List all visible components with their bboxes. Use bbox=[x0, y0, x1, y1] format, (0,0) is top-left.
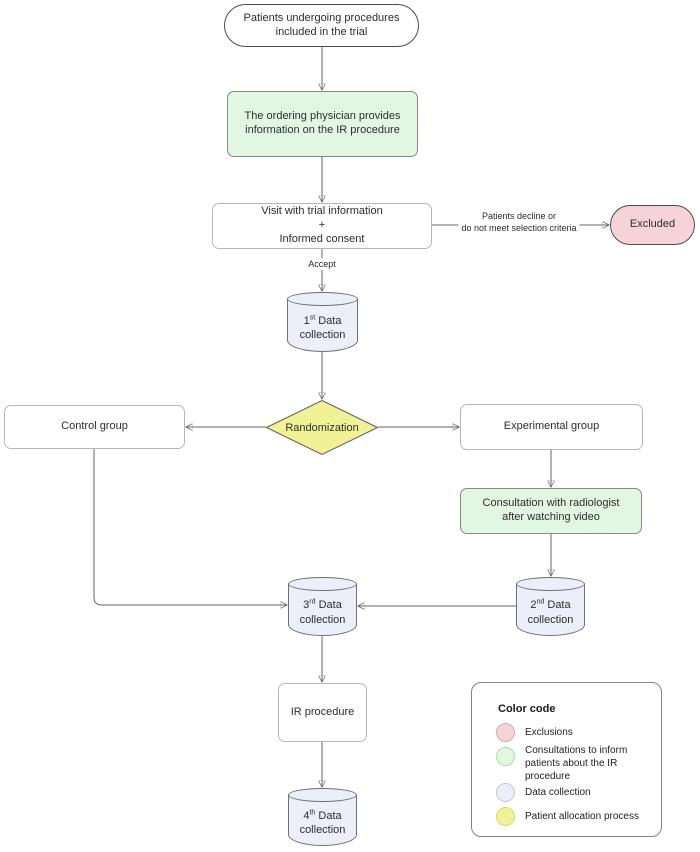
cylinder-label: 3rd Data collection bbox=[299, 598, 346, 626]
node-physician-info: The ordering physician provides informat… bbox=[227, 91, 418, 157]
cylinder-label: 1st Data collection bbox=[299, 314, 346, 341]
node-excluded: Excluded bbox=[610, 205, 695, 245]
edge-control-data3 bbox=[93, 449, 287, 605]
cylinder-label: 2nd Data collection bbox=[527, 598, 574, 626]
cylinder-body bbox=[288, 584, 357, 636]
cylinder-label: 4th Data collection bbox=[299, 809, 346, 836]
cylinder-top bbox=[287, 292, 358, 306]
cylinder-body bbox=[516, 584, 585, 636]
node-trial-patients: Patients undergoing procedures included … bbox=[224, 4, 419, 47]
legend-label-data-collection: Data collection bbox=[525, 787, 591, 798]
cylinder-top bbox=[288, 788, 357, 802]
node-control-group: Control group bbox=[4, 405, 185, 449]
node-data-collection-4: 4th Data collection bbox=[288, 788, 357, 846]
legend-title: Color code bbox=[498, 703, 556, 715]
edge-label-accept: Accept bbox=[305, 258, 339, 271]
node-ir-procedure: IR procedure bbox=[278, 683, 367, 742]
legend-label-consultations: Consultations to inform patients about t… bbox=[525, 745, 628, 782]
node-experimental-group: Experimental group bbox=[460, 404, 643, 450]
legend-label-exclusions: Exclusions bbox=[525, 727, 573, 738]
node-radiologist-consultation: Consultation with radiologist after watc… bbox=[460, 488, 642, 534]
cylinder-top bbox=[288, 577, 357, 591]
diamond-shape bbox=[265, 399, 379, 456]
legend-swatch-consultations bbox=[496, 747, 515, 766]
node-data-collection-1: 1st Data collection bbox=[287, 292, 358, 352]
node-randomization: Randomization bbox=[265, 399, 379, 456]
node-visit-consent: Visit with trial information + Informed … bbox=[212, 203, 432, 249]
cylinder-body bbox=[288, 795, 357, 846]
node-data-collection-2: 2nd Data collection bbox=[516, 577, 585, 636]
legend: Color code Exclusions Consultations to i… bbox=[471, 682, 662, 837]
diamond-polygon bbox=[265, 399, 379, 456]
legend-swatch-exclusions bbox=[496, 723, 515, 742]
legend-swatch-allocation bbox=[496, 807, 515, 826]
edge-label-decline: Patients decline or do not meet selectio… bbox=[458, 210, 580, 235]
cylinder-body bbox=[287, 299, 358, 352]
legend-swatch-data-collection bbox=[496, 783, 515, 802]
node-data-collection-3: 3rd Data collection bbox=[288, 577, 357, 636]
legend-label-allocation: Patient allocation process bbox=[525, 811, 639, 822]
randomization-label: Randomization bbox=[285, 421, 359, 434]
cylinder-top bbox=[516, 577, 585, 591]
